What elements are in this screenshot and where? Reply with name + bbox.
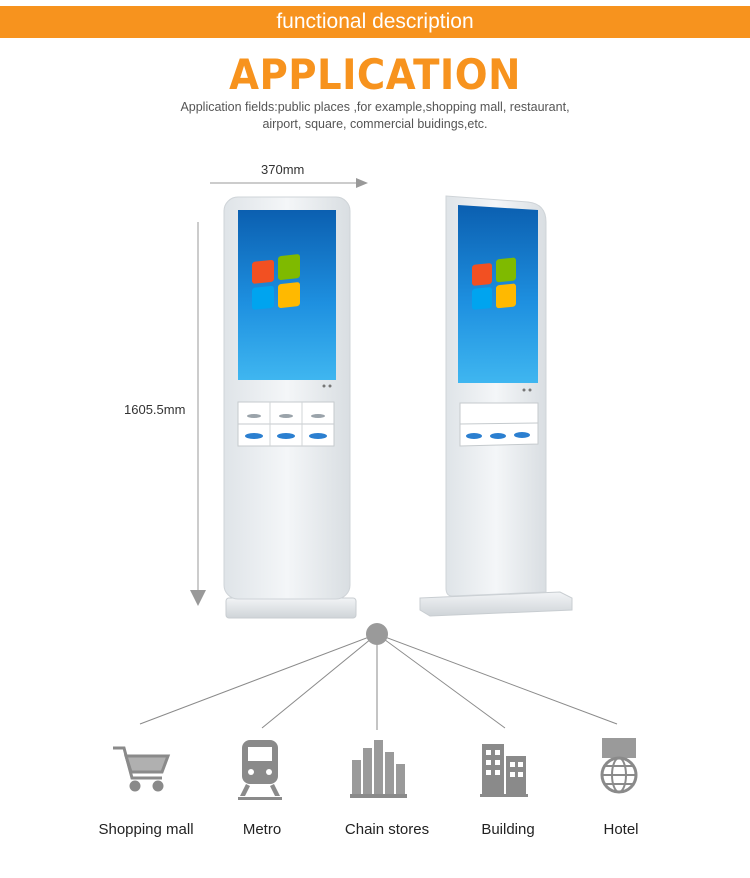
- height-dimension-label: 1605.5mm: [124, 402, 186, 417]
- description-line-2: airport, square, commercial buidings,etc…: [262, 117, 488, 131]
- windows-logo-icon: [252, 254, 300, 310]
- banner-title: functional description: [276, 10, 474, 33]
- application-label-building: Building: [481, 821, 535, 838]
- application-label-chain-stores: Chain stores: [344, 821, 430, 838]
- shopping-cart-icon: [113, 746, 171, 792]
- width-arrow: [210, 178, 368, 188]
- hub-dot: [366, 623, 388, 645]
- kiosk-side-view: [419, 195, 573, 617]
- page-title: APPLICATION: [229, 50, 521, 99]
- windows-logo-icon: [472, 257, 516, 310]
- application-label-shopping-mall: Shopping mall: [98, 821, 194, 838]
- chain-store-icon: [350, 740, 407, 798]
- width-dimension-label: 370mm: [261, 162, 305, 177]
- application-description: Application fields:public places ,for ex…: [175, 99, 575, 133]
- application-label-hotel: Hotel: [603, 821, 639, 838]
- application-label-metro: Metro: [242, 821, 282, 838]
- building-icon: [480, 744, 528, 797]
- train-icon: [238, 740, 282, 800]
- description-line-1: Application fields:public places ,for ex…: [180, 100, 570, 114]
- section-banner: functional description: [0, 6, 750, 38]
- hotel-globe-icon: [600, 738, 638, 794]
- kiosk-front-view: [223, 196, 357, 619]
- application-connectors: [139, 623, 618, 730]
- height-arrow: [190, 222, 206, 606]
